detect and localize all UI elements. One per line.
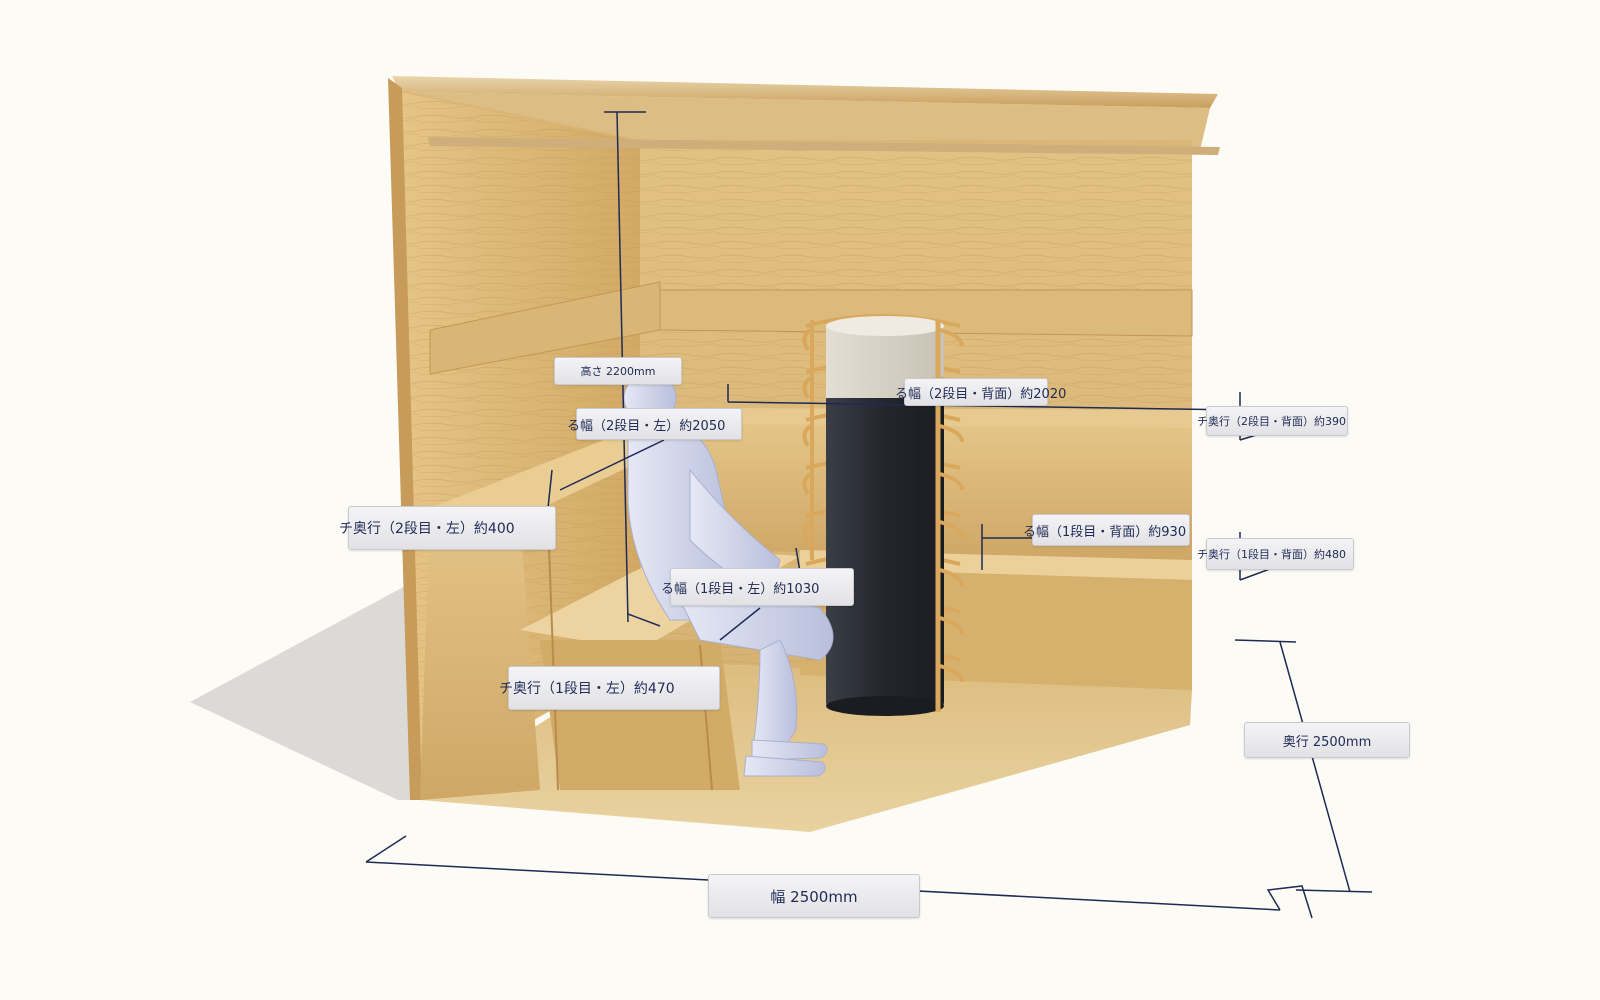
sit-width-2-back-label[interactable]: る幅（2段目・背面）約2020 bbox=[895, 378, 1066, 406]
bench-seam-1 bbox=[547, 519, 559, 791]
left-wall-edge bbox=[388, 78, 422, 800]
stove-top-cap bbox=[826, 316, 944, 336]
sit-width-1-back-label[interactable]: る幅（1段目・背面）約930 bbox=[1023, 514, 1190, 546]
bench-depth-1-left-label[interactable]: チ奥行（1段目・左）約470 bbox=[499, 666, 720, 710]
height-dimension-label[interactable]: 高さ 2200mm bbox=[554, 357, 682, 385]
depth-dimension-label[interactable]: 奥行 2500mm bbox=[1244, 722, 1410, 758]
ceiling-underside bbox=[400, 92, 1210, 150]
stove-body bbox=[826, 394, 944, 708]
sit-width-2-left-label[interactable]: る幅（2段目・左）約2050 bbox=[567, 408, 742, 440]
bench-depth-1-back-label[interactable]: チ奥行（1段目・背面）約480 bbox=[1197, 538, 1354, 570]
dimension-lines bbox=[365, 111, 1373, 919]
ceiling-band bbox=[428, 137, 1220, 155]
width-dimension-label[interactable]: 幅 2500mm bbox=[708, 874, 920, 918]
bench-depth-2-back-label[interactable]: チ奥行（2段目・背面）約390 bbox=[1197, 406, 1348, 436]
floor-shadow bbox=[190, 578, 420, 800]
backrest-left bbox=[429, 281, 661, 375]
upper-bench-left-front bbox=[420, 508, 540, 800]
stove-base bbox=[826, 696, 944, 716]
ceiling bbox=[392, 76, 1218, 108]
bench-depth-2-left-label[interactable]: チ奥行（2段目・左）約400 bbox=[339, 506, 556, 550]
sit-width-1-left-label[interactable]: る幅（1段目・左）約1030 bbox=[661, 568, 854, 606]
